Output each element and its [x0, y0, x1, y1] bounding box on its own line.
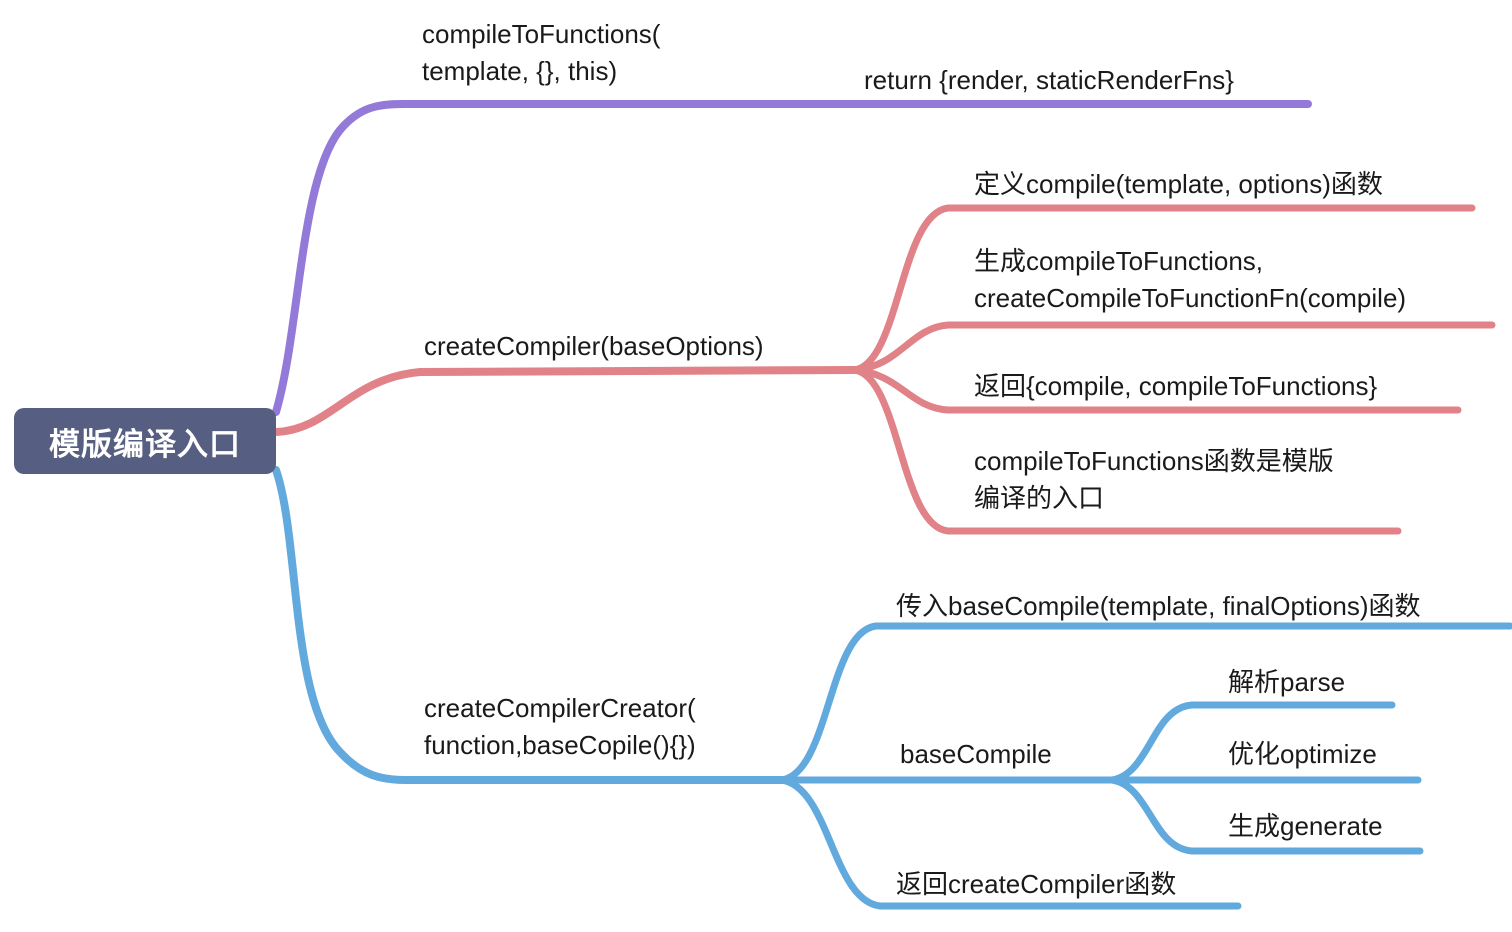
node-generate-compile-to-functions[interactable]: 生成compileToFunctions, createCompileToFun… [974, 246, 1407, 313]
node-pass-base-compile[interactable]: 传入baseCompile(template, finalOptions)函数 [896, 591, 1421, 621]
root-node-label: 模版编译入口 [49, 426, 241, 462]
node-generate[interactable]: 生成generate [1228, 811, 1383, 841]
connector-base-compile-to-generate [1108, 776, 1424, 855]
node-base-compile[interactable]: baseCompile [900, 739, 1052, 769]
connector-group-purple [272, 100, 1312, 416]
connector-group-red [272, 204, 1496, 535]
connector-red-to-return-compile-object [851, 366, 1462, 414]
node-optimize[interactable]: 优化optimize [1228, 739, 1377, 769]
node-return-compile-object[interactable]: 返回{compile, compileToFunctions} [974, 371, 1378, 401]
node-return-render[interactable]: return {render, staticRenderFns} [864, 65, 1234, 95]
connector-red-to-generate-compile-to-functions [851, 321, 1496, 374]
node-create-compiler-creator[interactable]: createCompilerCreator( function,baseCopi… [424, 693, 696, 760]
node-create-compiler[interactable]: createCompiler(baseOptions) [424, 331, 764, 361]
connector-group-blue [272, 466, 1512, 910]
connector-root-to-compile-to-functions [272, 100, 1312, 416]
node-compile-to-functions[interactable]: compileToFunctions( template, {}, this) [422, 19, 661, 86]
connector-root-to-create-compiler [272, 366, 859, 436]
node-return-create-compiler[interactable]: 返回createCompiler函数 [896, 869, 1177, 899]
root-node[interactable]: 模版编译入口 [14, 408, 276, 474]
connector-blue-to-return-create-compiler [778, 776, 1242, 910]
node-parse[interactable]: 解析parse [1228, 667, 1346, 697]
connector-blue-to-pass-base-compile [778, 622, 1512, 784]
node-define-compile[interactable]: 定义compile(template, options)函数 [974, 169, 1383, 199]
connector-base-compile-to-parse [1108, 701, 1396, 784]
node-compile-to-functions-entry[interactable]: compileToFunctions函数是模版 编译的入口 [974, 446, 1334, 513]
connector-red-to-define-compile [851, 204, 1476, 374]
connector-red-to-compile-entry [851, 366, 1402, 535]
connector-root-to-create-compiler-creator [272, 466, 786, 784]
